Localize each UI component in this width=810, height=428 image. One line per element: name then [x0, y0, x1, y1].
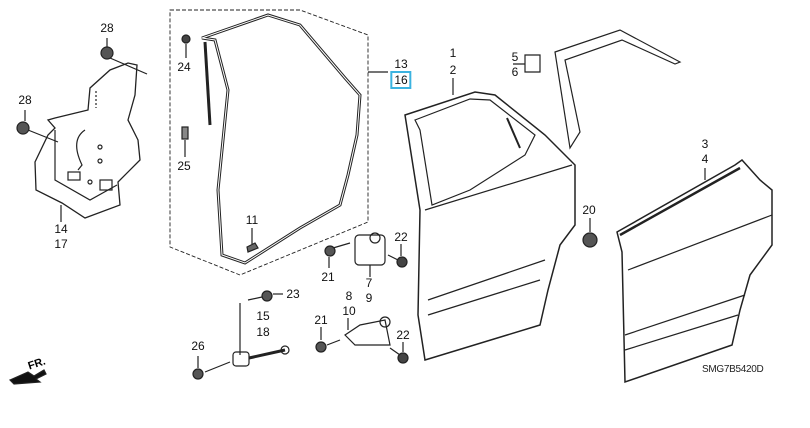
diagram-code: SMG7B5420D — [702, 364, 764, 375]
callout-21[interactable]: 21 — [321, 270, 335, 284]
callout-24[interactable]: 24 — [177, 60, 191, 74]
callout-5[interactable]: 5 — [511, 50, 519, 64]
door-checker-shape — [192, 290, 290, 380]
callout-11[interactable]: 11 — [245, 213, 259, 227]
outer-skin-shape — [616, 159, 773, 384]
callout-3[interactable]: 3 — [701, 137, 709, 151]
callout-10[interactable]: 10 — [342, 304, 356, 318]
lower-hinge-shape — [315, 316, 409, 364]
callout-4[interactable]: 4 — [701, 152, 709, 166]
grommet-icon — [100, 46, 114, 60]
callout-17[interactable]: 17 — [54, 237, 68, 251]
callout-20[interactable]: 20 — [582, 203, 596, 217]
callout-21[interactable]: 21 — [314, 313, 328, 327]
callout-28[interactable]: 28 — [100, 21, 114, 35]
callout-22[interactable]: 22 — [396, 328, 410, 342]
callout-7[interactable]: 7 — [365, 276, 373, 290]
front-direction-arrow-icon — [8, 369, 47, 385]
assembly-bracket-frame — [169, 9, 369, 276]
callout-6[interactable]: 6 — [511, 65, 519, 79]
callout-28[interactable]: 28 — [18, 93, 32, 107]
callout-22[interactable]: 22 — [394, 230, 408, 244]
callout-26[interactable]: 26 — [191, 339, 205, 353]
callout-16-selected[interactable]: 16 — [390, 71, 412, 89]
callout-9[interactable]: 9 — [365, 291, 373, 305]
grommet-icon — [16, 121, 30, 135]
callout-14[interactable]: 14 — [54, 222, 68, 236]
callout-15[interactable]: 15 — [256, 309, 270, 323]
callout-23[interactable]: 23 — [286, 287, 300, 301]
callout-8[interactable]: 8 — [345, 289, 353, 303]
callout-13[interactable]: 13 — [394, 57, 408, 71]
callout-25[interactable]: 25 — [177, 159, 191, 173]
inner-panel-shape — [27, 57, 148, 222]
callout-2[interactable]: 2 — [449, 63, 457, 77]
weatherstrip-shape — [201, 13, 362, 265]
callout-18[interactable]: 18 — [256, 325, 270, 339]
upper-hinge-shape — [324, 232, 408, 277]
rear-door-shell-shape — [404, 78, 576, 361]
sash-trim-shape — [513, 29, 682, 150]
callout-1[interactable]: 1 — [449, 46, 457, 60]
